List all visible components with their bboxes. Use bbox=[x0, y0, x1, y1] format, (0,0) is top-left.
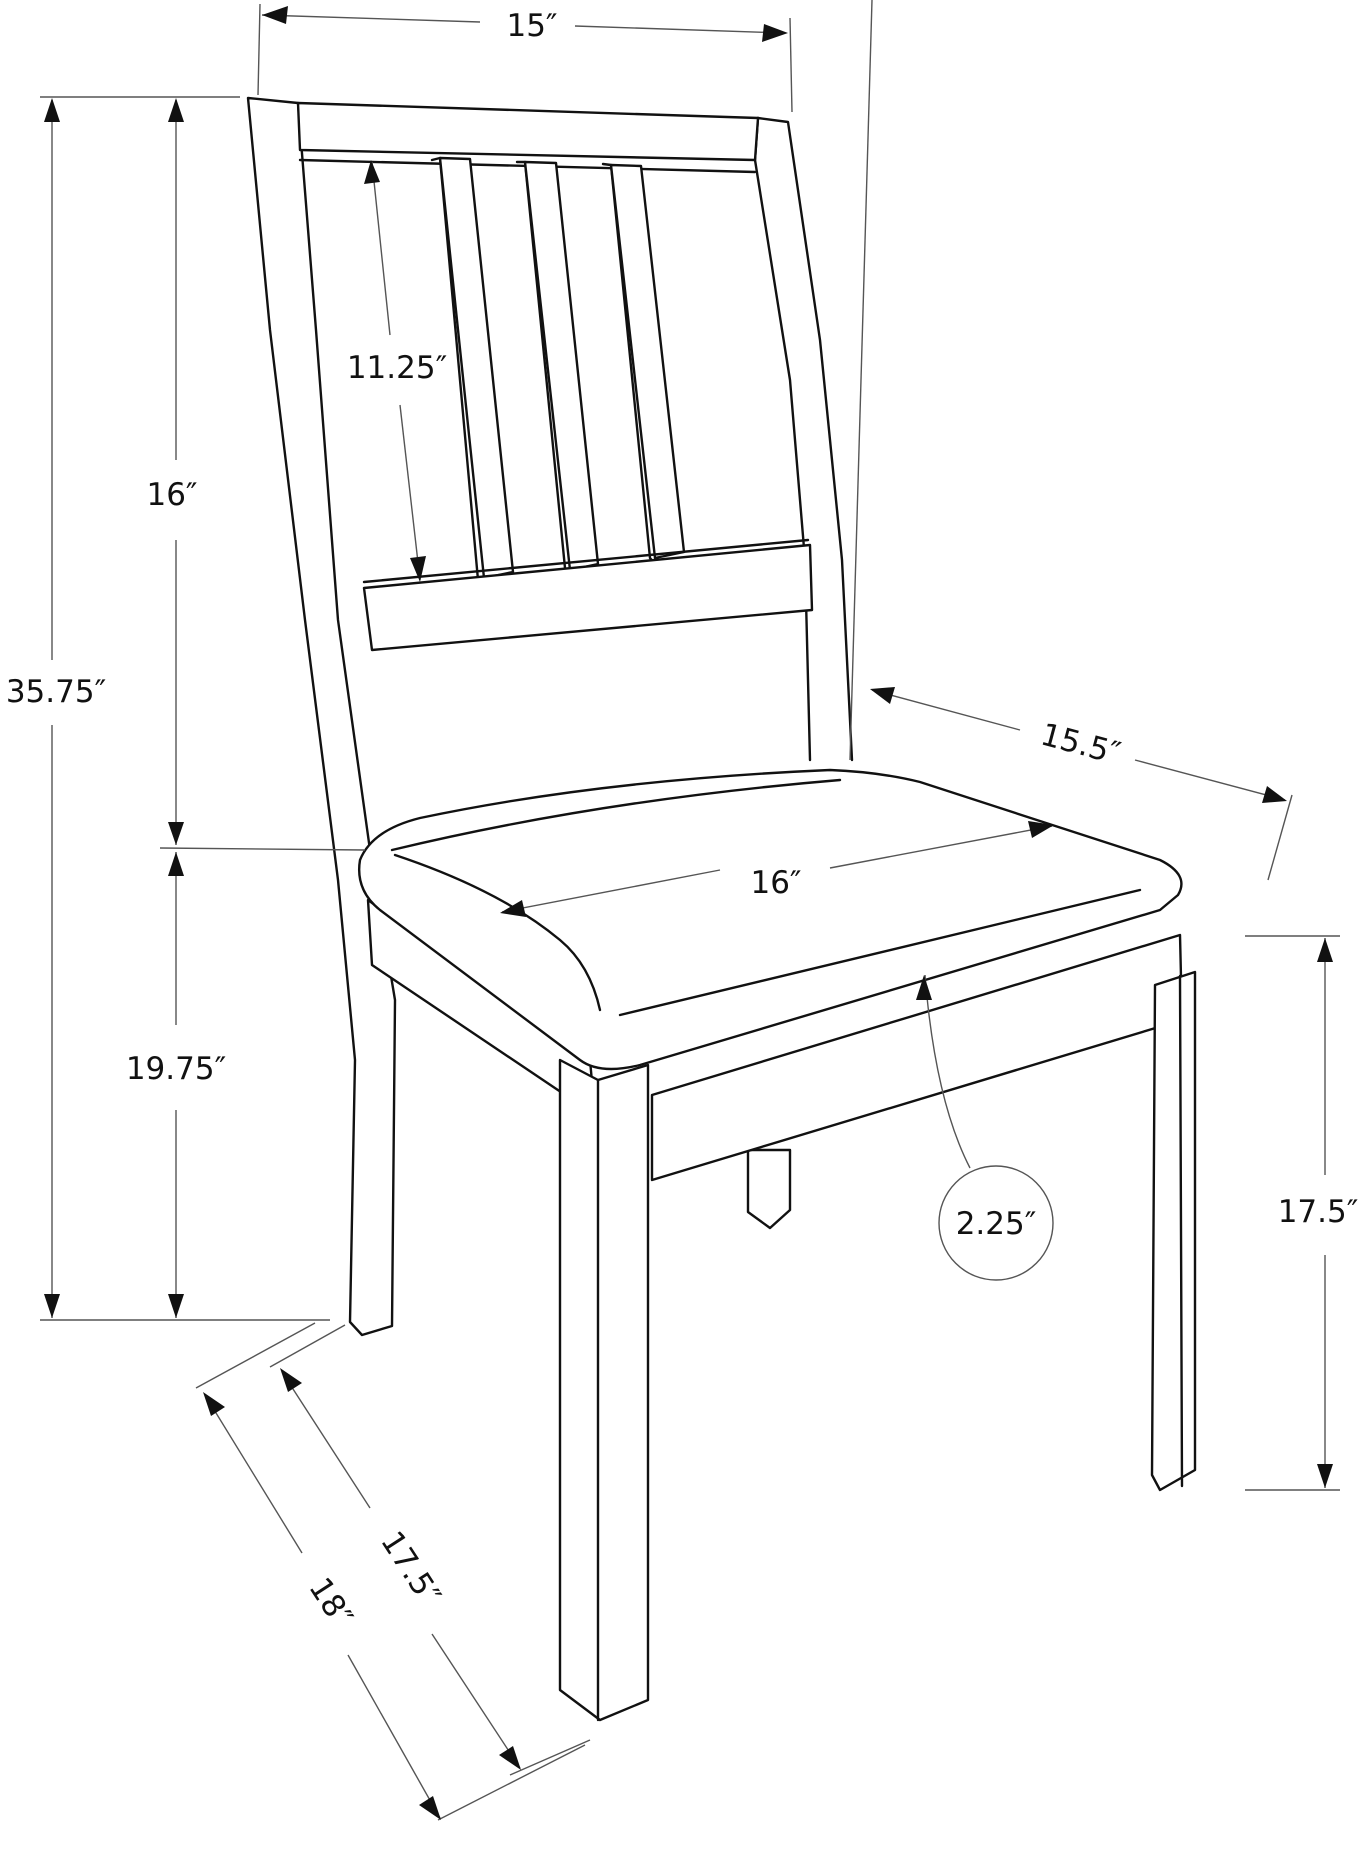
label-slat-height: 11.25″ bbox=[347, 350, 447, 386]
label-seat-thickness: 2.25″ bbox=[956, 1206, 1037, 1242]
dim-base-depth: 17.5″ 18″ bbox=[195, 1322, 591, 1821]
left-back-post bbox=[246, 96, 397, 1337]
seat bbox=[358, 768, 1184, 1182]
right-back-post bbox=[753, 116, 854, 762]
dim-slat-height: 11.25″ bbox=[347, 160, 447, 582]
label-base-depth-outer: 18″ bbox=[301, 1571, 359, 1633]
back-right-leg bbox=[746, 1148, 792, 1230]
dim-seat-height-right: 17.5″ bbox=[1245, 935, 1359, 1491]
back-slats bbox=[430, 156, 686, 588]
seat-thickness-callout-circle bbox=[938, 1165, 1054, 1281]
label-overall-height: 35.75″ bbox=[6, 674, 106, 710]
front-left-leg bbox=[558, 1058, 650, 1722]
label-back-width: 15″ bbox=[506, 8, 557, 44]
dim-seat-depth: 15.5″ bbox=[849, 0, 1293, 881]
label-seat-height-right: 17.5″ bbox=[1278, 1194, 1359, 1230]
front-right-leg bbox=[1150, 970, 1197, 1492]
chair-illustration bbox=[246, 96, 1197, 1722]
back-lower-rail bbox=[362, 538, 814, 652]
label-seat-depth: 15.5″ bbox=[1037, 717, 1124, 773]
label-back-height: 16″ bbox=[146, 477, 197, 513]
dim-back-height: 16″ bbox=[146, 98, 366, 851]
label-seat-width: 16″ bbox=[750, 865, 801, 901]
label-seat-height-left: 19.75″ bbox=[126, 1051, 226, 1087]
dim-back-width: 15″ bbox=[257, 3, 793, 113]
dim-seat-thickness: 2.25″ bbox=[916, 974, 1054, 1281]
dim-overall-height: 35.75″ bbox=[6, 96, 330, 1321]
label-base-depth-inner: 17.5″ bbox=[373, 1525, 447, 1612]
dim-seat-height-left: 19.75″ bbox=[126, 852, 226, 1318]
dim-seat-width: 16″ bbox=[500, 821, 1054, 917]
